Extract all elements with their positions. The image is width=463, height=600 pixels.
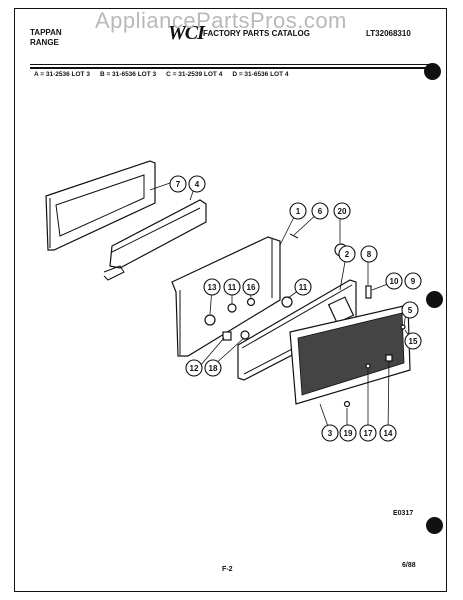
brand-line-1: TAPPAN xyxy=(30,28,62,37)
callout-10-label: 10 xyxy=(390,277,399,286)
callout-16: 16 xyxy=(242,278,260,296)
callout-12-label: 12 xyxy=(190,364,199,373)
callout-2-label: 2 xyxy=(345,250,350,259)
callout-20-label: 20 xyxy=(338,207,347,216)
model-a: A = 31-2536 LOT 3 xyxy=(34,71,90,78)
callout-13-label: 13 xyxy=(208,283,217,292)
wci-logo: WCI xyxy=(168,22,205,44)
brand-label: TAPPAN RANGE xyxy=(30,28,62,48)
callout-11a: 11 xyxy=(223,278,241,296)
callout-9-label: 9 xyxy=(411,277,416,286)
callout-14-label: 14 xyxy=(384,429,393,438)
callout-15: 15 xyxy=(404,332,422,350)
callout-9: 9 xyxy=(404,272,422,290)
callout-4-label: 4 xyxy=(195,180,200,189)
callout-18-label: 18 xyxy=(209,364,218,373)
figure-code: E0317 xyxy=(393,510,414,517)
callout-16-label: 16 xyxy=(247,283,256,292)
callout-7: 7 xyxy=(169,175,187,193)
callout-12: 12 xyxy=(185,359,203,377)
model-b: B = 31-6536 LOT 3 xyxy=(99,71,157,78)
door-glass-frame xyxy=(45,160,156,251)
callout-11b-label: 11 xyxy=(299,283,308,292)
callout-11b: 11 xyxy=(294,278,312,296)
callout-17: 17 xyxy=(359,424,377,442)
callout-13: 13 xyxy=(203,278,221,296)
model-list: A = 31-2536 LOT 3 B = 31-6536 LOT 3 C = … xyxy=(34,71,289,78)
callout-6: 6 xyxy=(311,202,329,220)
model-c: C = 31-2539 LOT 4 xyxy=(166,71,223,78)
callout-1: 1 xyxy=(289,202,307,220)
callout-10: 10 xyxy=(385,272,403,290)
callout-1-label: 1 xyxy=(296,207,301,216)
brand-line-2: RANGE xyxy=(30,38,59,47)
callout-19: 19 xyxy=(339,424,357,442)
binder-hole-middle xyxy=(426,291,443,308)
callout-20: 20 xyxy=(333,202,351,220)
vent-grille xyxy=(289,304,411,405)
binder-hole-bottom xyxy=(426,517,443,534)
page-number: F-2 xyxy=(222,566,233,573)
callout-4: 4 xyxy=(188,175,206,193)
door-trim xyxy=(103,199,207,281)
callout-14: 14 xyxy=(379,424,397,442)
callout-17-label: 17 xyxy=(364,429,373,438)
catalog-number: LT32068310 xyxy=(366,29,411,38)
callout-7-label: 7 xyxy=(176,180,181,189)
header-rule-top xyxy=(30,64,432,65)
callout-18: 18 xyxy=(204,359,222,377)
header-rule-bottom xyxy=(30,67,432,69)
callout-5-label: 5 xyxy=(408,306,413,315)
watermark: AppliancePartsPros.com xyxy=(95,8,347,33)
callout-8: 8 xyxy=(360,245,378,263)
callout-11a-label: 11 xyxy=(228,283,237,292)
backguard-panel xyxy=(171,236,281,357)
callout-3: 3 xyxy=(321,424,339,442)
binder-hole-top xyxy=(424,63,441,80)
callout-2: 2 xyxy=(338,245,356,263)
model-d: D = 31-6536 LOT 4 xyxy=(232,71,289,78)
revision-date: 6/88 xyxy=(402,562,416,569)
callout-5: 5 xyxy=(401,301,419,319)
callout-19-label: 19 xyxy=(344,429,353,438)
callout-8-label: 8 xyxy=(367,250,372,259)
callout-6-label: 6 xyxy=(318,207,323,216)
callout-15-label: 15 xyxy=(409,337,418,346)
catalog-title: FACTORY PARTS CATALOG xyxy=(203,29,310,38)
callout-3-label: 3 xyxy=(328,429,333,438)
